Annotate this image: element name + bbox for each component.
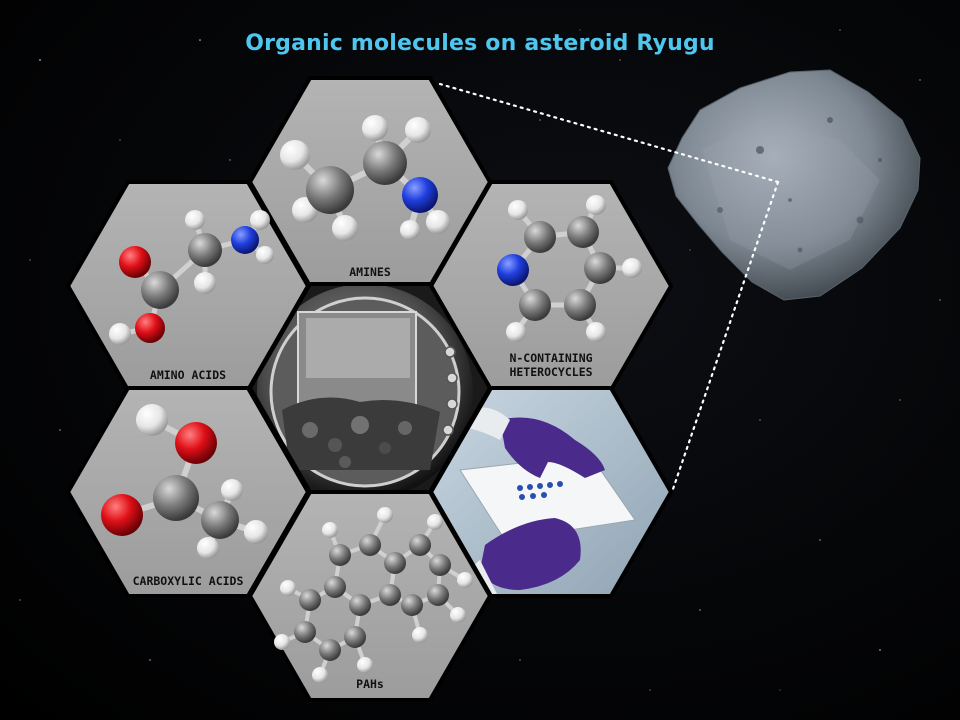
starfield — [19, 29, 941, 691]
page-title: Organic molecules on asteroid Ryugu — [245, 31, 715, 56]
label-heterocycles: HETEROCYCLES — [509, 365, 593, 379]
hex-lab-analysis-photo — [428, 386, 674, 598]
label-pahs: PAHs — [356, 677, 384, 691]
dotted-connector-lines — [438, 82, 780, 494]
label-amino-acids: AMINO ACIDS — [149, 368, 227, 382]
molecule-pahs — [274, 507, 473, 683]
label-n-containing: N-CONTAINING — [509, 351, 593, 365]
molecule-n-heterocycles — [497, 195, 642, 342]
label-carboxylic-acids: CARBOXYLIC ACIDS — [132, 574, 244, 588]
molecule-amines — [280, 115, 450, 241]
molecule-carboxylic-acids — [101, 404, 268, 559]
asteroid-ryugu — [667, 69, 921, 301]
molecule-amino-acids — [109, 210, 274, 345]
label-amines: AMINES — [349, 265, 391, 279]
